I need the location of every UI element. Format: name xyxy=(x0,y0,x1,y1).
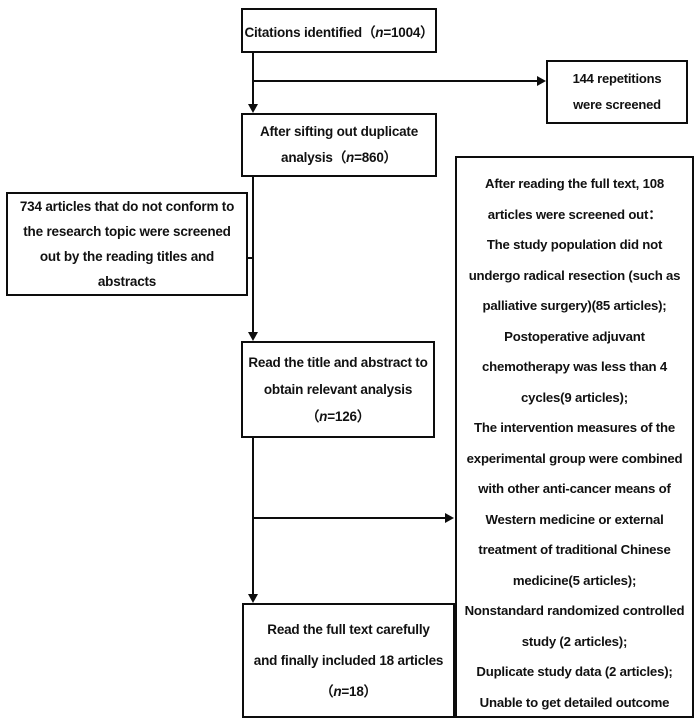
connector-citations-to-duplicates xyxy=(252,53,254,106)
connector-duplicates-to-relevant xyxy=(252,177,254,334)
arrowhead-right-repetitions xyxy=(537,76,546,86)
box-line: After sifting out duplicate xyxy=(259,124,419,139)
arrowhead-down-included xyxy=(248,594,258,603)
box-line: The study population did not xyxy=(486,237,663,252)
box-after-sifting-duplicates: After sifting out duplicate analysis（n=8… xyxy=(241,113,437,177)
box-line: Nonstandard randomized controlled xyxy=(464,603,685,618)
box-line: Unable to get detailed outcome xyxy=(479,694,670,710)
box-line: experimental group were combined xyxy=(466,450,683,466)
box-final-included-studies: Read the full text carefully and finally… xyxy=(242,603,455,718)
box-line: The intervention measures of the xyxy=(474,420,675,435)
box-line: 734 articles that do not conform to xyxy=(19,199,235,214)
box-line: the research topic were screened xyxy=(23,224,231,239)
box-line: Western medicine or external xyxy=(485,511,664,527)
box-line: palliative surgery)(85 articles); xyxy=(482,298,667,313)
box-read-title-abstract: Read the title and abstract to obtain re… xyxy=(241,341,435,438)
box-line: undergo radical resection (such as xyxy=(468,267,681,283)
box-line: and finally included 18 articles xyxy=(253,653,444,668)
box-citations-identified: Citations identified（n=1004） xyxy=(241,8,437,53)
box-line: （n=18） xyxy=(320,684,377,699)
box-line: study (2 articles); xyxy=(521,633,628,649)
box-line: cycles(9 articles); xyxy=(521,389,628,405)
arrowhead-right-fulltext-excluded xyxy=(445,513,454,523)
box-line: After reading the full text, 108 xyxy=(485,176,664,191)
box-line: data (1 article); xyxy=(457,718,692,727)
box-line: medicine(5 articles); xyxy=(512,572,637,588)
box-line: Read the title and abstract to xyxy=(248,355,428,370)
box-line: 144 repetitions xyxy=(572,71,662,86)
box-line: Postoperative adjuvant xyxy=(504,328,645,344)
box-fulltext-exclusion-reasons: After reading the full text, 108 article… xyxy=(455,156,694,727)
box-line: Citations identified（n=1004） xyxy=(244,24,434,40)
box-line: treatment of traditional Chinese xyxy=(478,542,671,557)
box-line: analysis（n=860） xyxy=(281,150,397,165)
arrowhead-down-relevant xyxy=(248,332,258,341)
box-excluded-by-titles-abstracts: 734 articles that do not conform to the … xyxy=(6,192,248,296)
box-line: Read the full text carefully xyxy=(267,622,430,637)
box-line: out by the reading titles and xyxy=(39,249,215,264)
connector-to-fulltext-excluded xyxy=(252,517,446,519)
box-repetitions-screened: 144 repetitions were screened xyxy=(546,60,688,124)
connector-to-repetitions xyxy=(252,80,538,82)
box-line: articles were screened out： xyxy=(487,206,662,222)
box-line: with other anti-cancer means of xyxy=(478,481,671,496)
box-line: obtain relevant analysis xyxy=(263,382,413,397)
box-line: chemotherapy was less than 4 xyxy=(482,359,667,374)
arrowhead-down-duplicates xyxy=(248,104,258,113)
box-line: （n=126） xyxy=(305,409,371,424)
box-line: abstracts xyxy=(97,274,157,289)
box-line: Duplicate study data (2 articles); xyxy=(476,664,673,679)
box-line: were screened xyxy=(573,97,661,112)
